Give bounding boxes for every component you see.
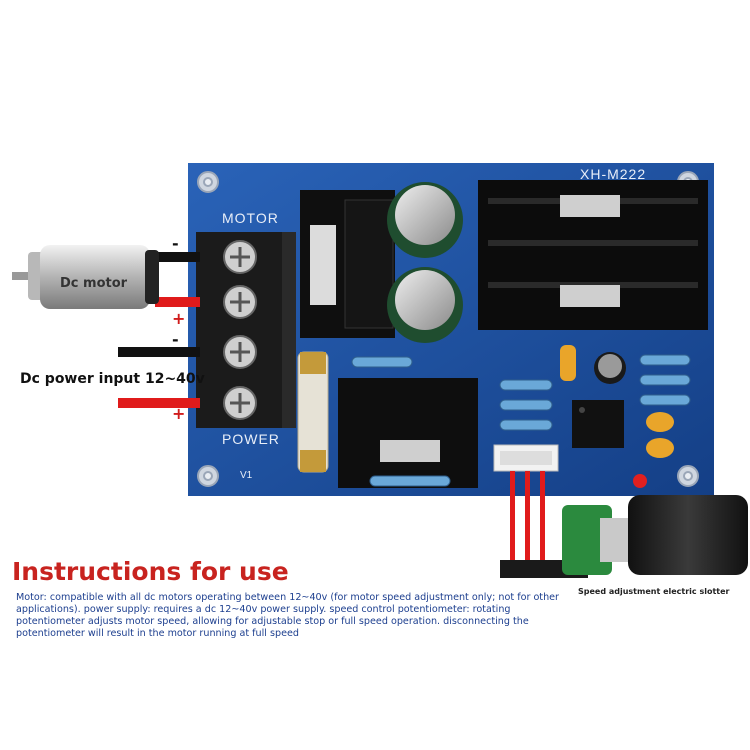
power-input-label: Dc power input 12~40v — [20, 371, 205, 387]
board-model-label: XH-M222 — [580, 166, 647, 182]
dc-motor — [12, 245, 159, 309]
motor-negative-wire — [155, 252, 200, 262]
wires — [118, 252, 200, 408]
motor-minus-sign: - — [172, 234, 179, 253]
power-plus-sign: + — [172, 404, 186, 423]
terminal-block — [196, 232, 296, 428]
potentiometer — [500, 495, 748, 578]
pot-wires — [510, 471, 545, 563]
power-negative-wire — [118, 347, 200, 357]
motor-positive-wire — [155, 297, 200, 307]
ic-chip — [572, 400, 624, 448]
dc-motor-label: Dc motor — [60, 276, 128, 291]
heatsink-main — [478, 180, 708, 330]
small-components — [560, 345, 674, 488]
potentiometer-caption: Speed adjustment electric slotter — [578, 587, 730, 596]
power-minus-sign: - — [172, 330, 179, 349]
resistors — [351, 354, 691, 487]
power-terminal-label: POWER — [222, 431, 280, 447]
heatsink-lower — [338, 378, 478, 488]
instructions-body: Motor: compatible with all dc motors ope… — [16, 592, 559, 639]
fuse — [297, 351, 329, 473]
board-version-label: V1 — [240, 470, 253, 481]
capacitors — [387, 182, 463, 343]
power-positive-wire — [118, 398, 200, 408]
power-led — [633, 474, 647, 488]
instructions-title: Instructions for use — [12, 557, 289, 586]
motor-plus-sign: + — [172, 309, 186, 328]
transistor-bracket — [300, 190, 395, 338]
motor-terminal-label: MOTOR — [222, 210, 279, 226]
pot-connector — [493, 444, 559, 472]
